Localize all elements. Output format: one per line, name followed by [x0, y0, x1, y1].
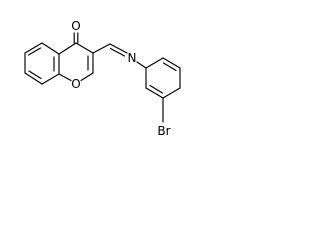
pyranone-ring: [58, 32, 94, 82]
benzo-ring: [24, 42, 60, 85]
bond-c4a-c4: [58, 42, 77, 55]
bond-ar1-ar2: [145, 57, 164, 69]
bond-c4-c3: [75, 42, 94, 54]
bromine-label: Br: [157, 124, 170, 138]
bond-ar5-ar6-inner: [149, 84, 164, 94]
imine-linker: [92, 43, 147, 69]
bond-c4a-c5: [41, 42, 60, 55]
bond-c5-c6-inner: [27, 47, 42, 56]
bond-c3-ch: [92, 43, 111, 54]
bond-ch-n-b: [109, 47, 126, 57]
bond-ar4-ar5: [162, 87, 181, 99]
structure-svg: O O N Br: [24, 19, 181, 138]
bond-c7-c8-inner: [28, 70, 42, 80]
bond-ar2-ar3: [162, 57, 181, 69]
bond-n-aryl: [136, 61, 147, 69]
bromophenyl-ring: [145, 57, 181, 123]
bond-c8-c8a: [41, 73, 60, 85]
bond-ar2-ar3-inner: [162, 62, 177, 72]
carbonyl-oxygen-label: O: [71, 19, 80, 33]
imine-nitrogen-label: N: [128, 51, 137, 65]
bond-ar5-ar6: [145, 87, 164, 99]
bond-c5-c6: [24, 42, 43, 54]
bond-c2-o1: [80, 72, 94, 82]
ring-oxygen-label: O: [71, 77, 80, 91]
bond-o1-c8a: [58, 73, 72, 82]
bond-ch-n-a: [109, 43, 128, 54]
molecule-diagram: O O N Br: [0, 0, 244, 157]
bond-c7-c8: [24, 72, 43, 85]
